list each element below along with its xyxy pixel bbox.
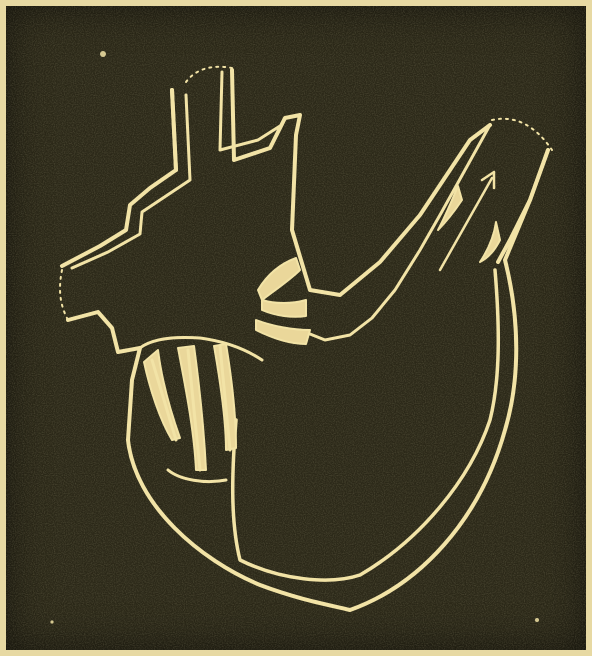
speck-2 [535, 618, 539, 622]
speck-3 [50, 620, 53, 623]
speck-1 [100, 51, 106, 57]
